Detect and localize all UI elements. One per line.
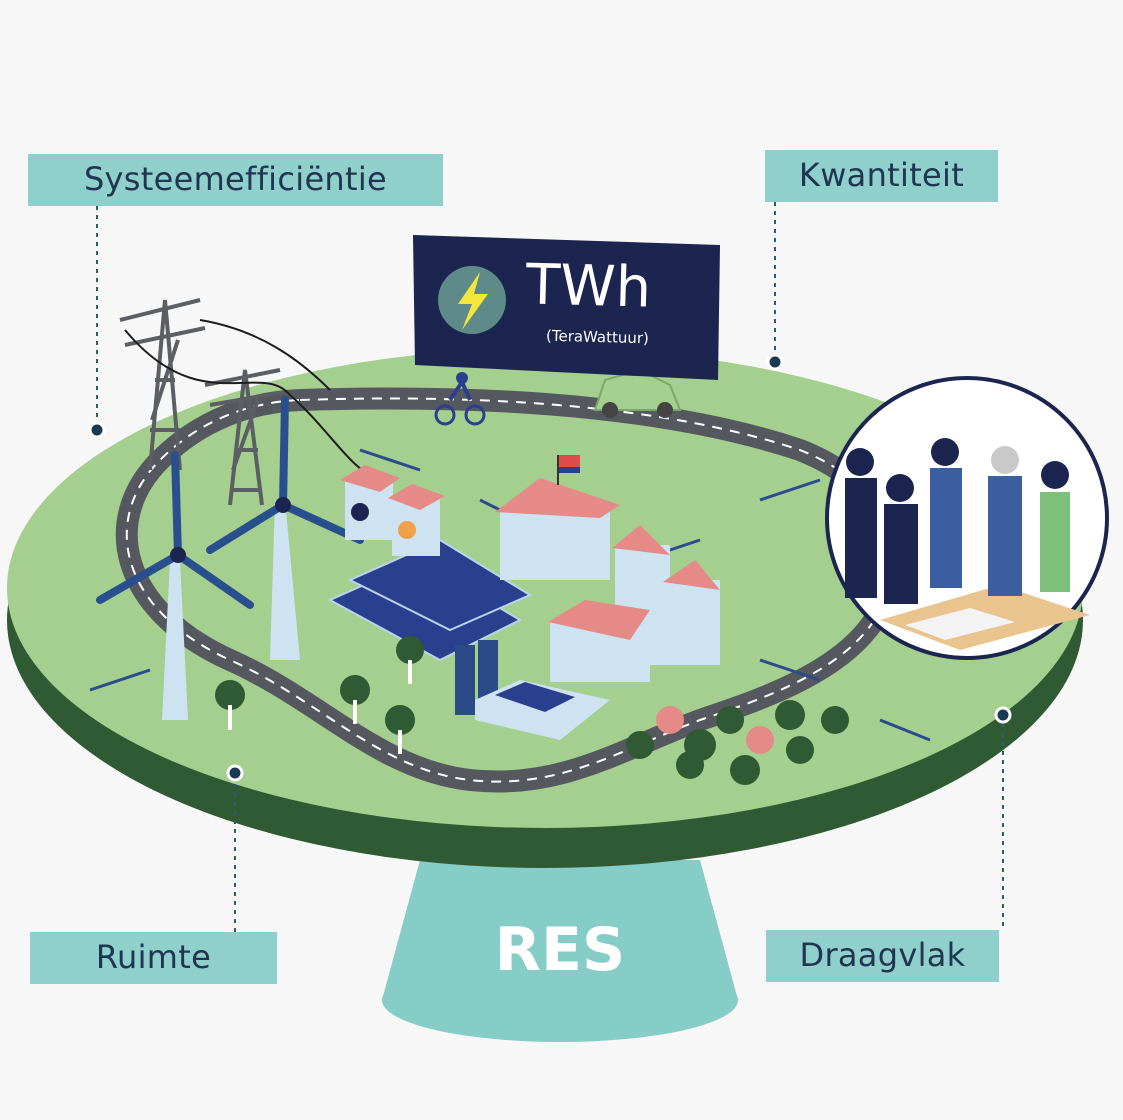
twh-sign bbox=[413, 235, 720, 380]
stakeholders-circle bbox=[825, 376, 1109, 660]
houses bbox=[548, 525, 720, 682]
pedestal bbox=[382, 860, 738, 1042]
twh-subtitle: (TeraWattuur) bbox=[545, 326, 650, 348]
res-label: RES bbox=[494, 915, 626, 985]
town-hall bbox=[495, 455, 620, 580]
label-kwantiteit: Kwantiteit bbox=[765, 150, 998, 202]
label-draagvlak: Draagvlak bbox=[766, 930, 999, 982]
label-systeemefficientie: Systeemefficiëntie bbox=[28, 154, 443, 206]
connector-lines bbox=[96, 202, 1004, 932]
power-pylons bbox=[119, 298, 381, 506]
connector-dots bbox=[88, 353, 1012, 782]
label-ruimte: Ruimte bbox=[30, 932, 277, 984]
factory bbox=[455, 640, 610, 740]
cyclist bbox=[434, 372, 486, 426]
battery-buildings bbox=[340, 465, 445, 556]
trees bbox=[215, 636, 849, 785]
electric-car bbox=[593, 368, 682, 418]
twh-unit: TWh bbox=[525, 252, 652, 321]
